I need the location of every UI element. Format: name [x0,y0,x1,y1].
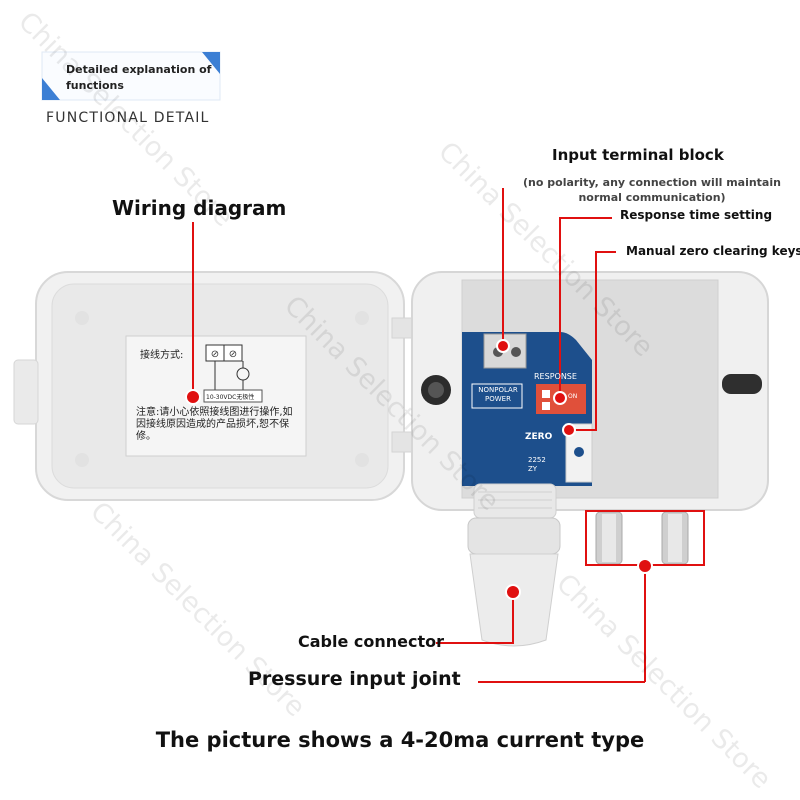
board-response: RESPONSE [534,372,577,381]
label-response-time-setting: Response time setting [620,208,773,222]
board-nonpolar-power: NONPOLAR POWER [474,386,522,404]
callout-lines [192,188,705,683]
svg-text:⊘: ⊘ [211,349,219,360]
pressure-nozzles [595,511,689,565]
header-badge-graphic [41,51,221,101]
label-input-terminal-block: Input terminal block [552,146,724,164]
circuit-board [462,332,593,486]
header-subtitle: FUNCTIONAL DETAIL [46,110,210,126]
label-input-terminal-note: (no polarity, any connection will mainta… [523,176,781,204]
label-wiring-diagram: Wiring diagram [112,196,287,220]
callout-dots [185,339,653,600]
sticker-wiring-label: 接线方式: [140,350,184,361]
board-on: ON [568,393,578,400]
svg-text:⊘: ⊘ [229,349,237,360]
label-manual-zero-keys: Manual zero clearing keys [626,244,800,258]
sticker-voltage: 10-30VDC无极性 [206,394,255,401]
sticker-warning: 注意:请小心依照接线图进行操作,如因接线原因造成的产品损坏,恕不保修。 [136,407,293,442]
label-cable-connector: Cable connector [298,632,445,651]
label-pressure-input-joint: Pressure input joint [248,668,461,690]
board-code2: ZY [528,465,538,473]
wiring-sticker: ⊘ ⊘ [125,335,307,457]
caption: The picture shows a 4-20ma current type [155,728,645,752]
header-title: Detailed explanation of functions [66,63,212,92]
board-zero: ZERO [525,432,553,442]
board-code1: 2252 [528,456,546,464]
board-nonpolar: NONPOLAR [478,386,518,394]
board-codes: 2252 ZY [528,456,546,474]
board-power: POWER [485,395,511,403]
